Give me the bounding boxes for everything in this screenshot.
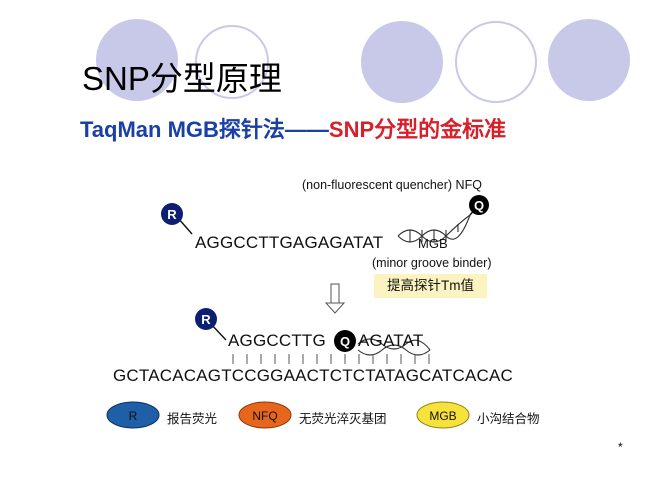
hybrid-probe-right: AGATAT: [358, 331, 424, 350]
mgb-helix-icon-2: [357, 338, 431, 356]
deco-circle: [96, 19, 178, 101]
subtitle-part1: TaqMan MGB探针法——: [80, 117, 329, 142]
legend-swatch-nfq: [238, 401, 292, 429]
quencher-letter-2: Q: [340, 334, 350, 349]
deco-circle: [361, 21, 443, 103]
mgb-description: (minor groove binder): [372, 256, 492, 270]
probe-sequence: AGGCCTTGAGAGATAT: [195, 233, 384, 252]
arrow-down-icon: [324, 283, 346, 314]
hybrid-probe-left: AGGCCTTG: [228, 331, 326, 350]
page-title: SNP分型原理: [82, 60, 282, 97]
subtitle-part2: SNP分型的金标准: [328, 117, 507, 142]
nfq-label: (non-fluorescent quencher) NFQ: [302, 178, 482, 192]
mgb-helix-icon: [397, 214, 471, 243]
legend-swatch-r: [106, 401, 160, 429]
legend-code-mgb: MGB: [429, 409, 456, 423]
deco-circle: [455, 21, 537, 103]
quencher-icon-2: [334, 330, 356, 352]
base-pair-ticks: [232, 354, 430, 364]
deco-circle: [548, 19, 630, 101]
reporter-letter: R: [167, 207, 177, 222]
legend-text-nfq: 无荧光淬灭基团: [299, 412, 387, 426]
reporter-icon: [161, 203, 183, 225]
target-sequence: GCTACACAGTCCGGAACTCTCTATAGCATCACAC: [113, 366, 514, 385]
legend-swatch-mgb: [416, 401, 470, 429]
page-subtitle: TaqMan MGB探针法——SNP分型的金标准: [80, 112, 506, 144]
tm-note: 提高探针Tm值: [374, 274, 487, 298]
legend-text-mgb: 小沟结合物: [477, 412, 540, 426]
legend-text-r: 报告荧光: [167, 412, 218, 426]
mgb-label: MGB: [418, 236, 448, 251]
reporter-letter-2: R: [201, 312, 211, 327]
footnote-mark: *: [618, 440, 623, 454]
reporter-icon-2: [195, 308, 217, 330]
deco-circle: [195, 25, 269, 99]
legend-code-nfq: NFQ: [252, 409, 277, 423]
quencher-icon: [469, 195, 489, 215]
legend-code-r: R: [129, 409, 138, 423]
quencher-letter: Q: [474, 198, 484, 213]
